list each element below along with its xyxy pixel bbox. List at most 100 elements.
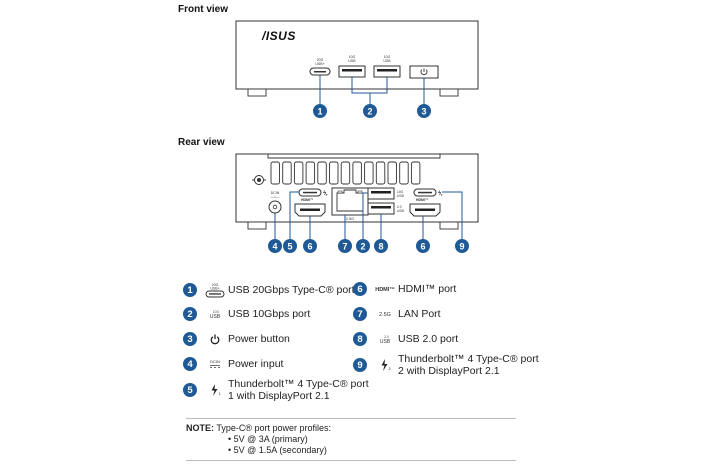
vent-slot — [317, 161, 327, 185]
rear-usb-2-port: 2.0 USB — [367, 202, 405, 215]
legend-text: Thunderbolt™ 4 Type-C® port — [228, 378, 369, 390]
note-box: NOTE: Type-C® port power profiles: • 5V … — [186, 418, 516, 461]
legend-text: Power button — [228, 333, 290, 345]
svg-text:6: 6 — [307, 242, 312, 252]
legend-text-2: 1 with DisplayPort 2.1 — [228, 390, 330, 402]
svg-text:20G: 20G — [317, 58, 324, 62]
note-text: Type-C® port power profiles: — [214, 423, 332, 433]
callout-badge: 3 — [183, 332, 197, 346]
callout-badge: 7 — [353, 307, 367, 321]
callout-badge: 9 — [353, 358, 367, 372]
svg-text:3: 3 — [421, 107, 426, 117]
callout-badge-4: 4 — [268, 239, 282, 253]
callout-badge-7: 7 — [338, 239, 352, 253]
rear-device: DCIN —=— ϟ, HDMI™ 2.5G 10G — [235, 153, 479, 253]
svg-text:8: 8 — [378, 242, 383, 252]
svg-text:10G: 10G — [397, 190, 404, 194]
svg-text:USB: USB — [380, 339, 391, 345]
svg-text:5: 5 — [287, 242, 292, 252]
svg-text:4: 4 — [272, 242, 277, 252]
svg-text:USB+: USB+ — [210, 287, 219, 291]
vent-slot — [387, 161, 397, 185]
front-view-heading: Front view — [178, 4, 229, 15]
callout-badge-6: 6 — [416, 239, 430, 253]
legend-item-7: 7 2.5G LAN Port — [353, 307, 441, 321]
svg-text:USB: USB — [397, 209, 405, 213]
svg-text:DCIN: DCIN — [271, 191, 280, 195]
vent-slot — [340, 161, 351, 185]
svg-text:2.0: 2.0 — [397, 205, 402, 209]
callout-badge: 5 — [183, 383, 197, 397]
rear-hdmi-port-2: HDMI™ — [409, 198, 441, 217]
vent-slot — [329, 161, 339, 185]
callout-badge-5: 5 — [283, 239, 297, 253]
dcin-icon: DCIN — [202, 358, 228, 370]
rear-lan-port: 2.5G — [331, 187, 369, 221]
svg-text:USB: USB — [397, 194, 405, 198]
vent-slot — [282, 161, 292, 185]
svg-text:2: 2 — [389, 366, 392, 371]
svg-text:10G: 10G — [384, 55, 391, 59]
svg-text:10G: 10G — [213, 310, 220, 314]
vent-slot — [305, 161, 316, 185]
rear-thunderbolt-port-2: ϟ, — [413, 188, 443, 197]
thunderbolt-2-icon: 2 — [372, 358, 398, 372]
callout-badge-3: 3 — [417, 104, 431, 118]
legend-text: USB 2.0 port — [398, 333, 459, 345]
power-icon — [202, 333, 228, 345]
svg-text:7: 7 — [342, 242, 347, 252]
svg-text:USB+: USB+ — [315, 62, 324, 66]
svg-text:HDMI™: HDMI™ — [416, 198, 428, 202]
vent-slot — [352, 161, 362, 185]
svg-text:10G: 10G — [349, 55, 356, 59]
svg-text:1: 1 — [317, 107, 322, 117]
svg-text:2: 2 — [360, 242, 365, 252]
hdmi-icon: HDMI™ — [372, 284, 398, 294]
callout-badge: 6 — [353, 282, 367, 296]
legend-text: USB 20Gbps Type-C® port — [228, 284, 355, 296]
callout-badge-8: 8 — [374, 239, 388, 253]
svg-text:2.5G: 2.5G — [346, 217, 354, 221]
legend-text: LAN Port — [398, 308, 441, 320]
vent-slot — [375, 161, 386, 185]
vents — [270, 161, 421, 185]
callout-badge: 8 — [353, 332, 367, 346]
callout-badge-2: 2 — [356, 239, 370, 253]
svg-text:USB: USB — [210, 314, 221, 320]
svg-text:DCIN: DCIN — [210, 359, 220, 364]
legend-item-6: 6 HDMI™ HDMI™ port — [353, 282, 456, 296]
svg-text:6: 6 — [420, 242, 425, 252]
callout-badge-6: 6 — [303, 239, 317, 253]
note-bullet-2: • 5V @ 1.5A (secondary) — [228, 445, 327, 455]
legend-text-2: 2 with DisplayPort 2.1 — [398, 365, 500, 377]
svg-text:USB: USB — [348, 59, 356, 63]
rear-thunderbolt-port-1: ϟ, — [298, 188, 328, 197]
svg-text:USB: USB — [383, 59, 391, 63]
device-diagrams: /ISUS 20G USB+ 10G USB 10G USB — [235, 20, 479, 253]
callout-badge: 2 — [183, 307, 197, 321]
svg-text:20G: 20G — [212, 283, 219, 287]
vent-slot — [270, 161, 280, 185]
callout-badge: 1 — [183, 283, 197, 297]
legend-item-3: 3 Power button — [183, 332, 290, 346]
note-label: NOTE: — [186, 423, 214, 433]
legend-text: Thunderbolt™ 4 Type-C® port — [398, 353, 539, 365]
vent-slot — [410, 161, 421, 185]
kensington-lock — [252, 175, 266, 185]
vent-slot — [364, 161, 374, 185]
svg-text:2: 2 — [367, 107, 372, 117]
vent-slot — [293, 161, 304, 185]
callout-badge-2: 2 — [363, 104, 377, 118]
svg-text:—=—: —=— — [270, 195, 280, 199]
svg-text:ϟ,: ϟ, — [438, 191, 443, 197]
vent-slot — [399, 161, 409, 185]
svg-text:9: 9 — [459, 242, 464, 252]
thunderbolt-1-icon: 1 — [202, 383, 228, 397]
asus-logo: /ISUS — [261, 29, 296, 43]
